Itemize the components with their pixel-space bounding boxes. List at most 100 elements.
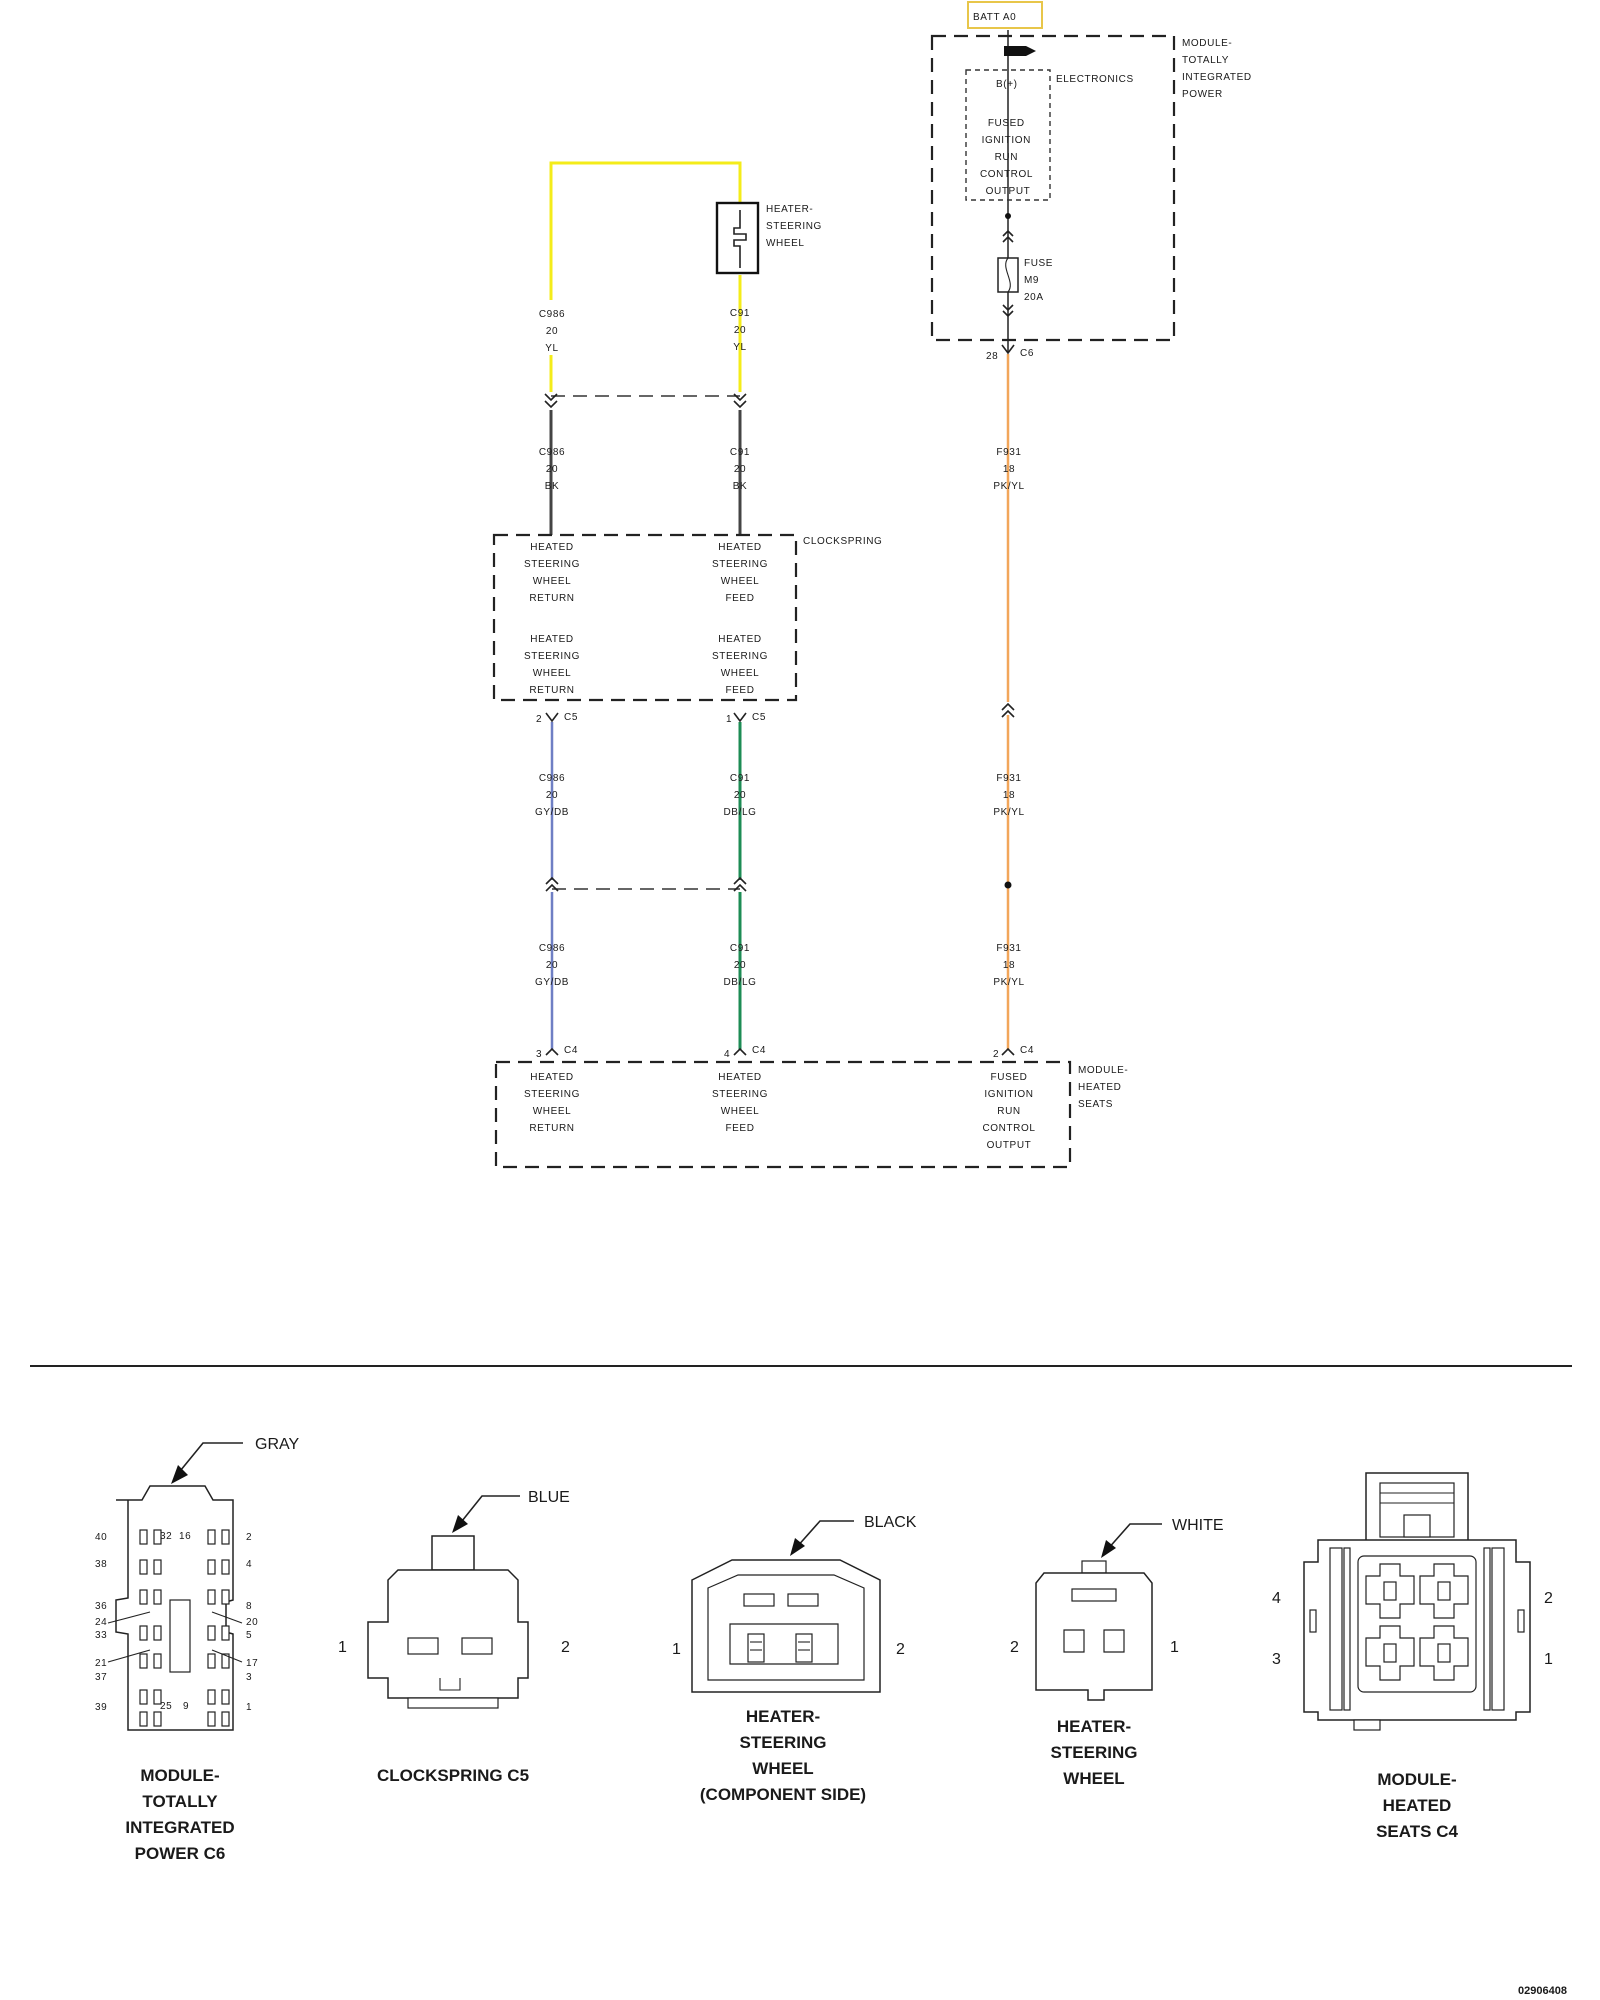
pin-cavity [153,1589,162,1605]
pointer-arrow-icon [457,1495,520,1527]
arrowhead-icon [1101,1540,1116,1558]
pin-cavity [1063,1629,1085,1653]
pin-cavity [153,1653,162,1669]
clockspring-foot [407,1697,499,1709]
heater-element-icon [733,210,747,268]
c4-label: C4 [1020,1045,1034,1056]
color-label: BLUE [528,1489,570,1506]
pin-cavity [407,1637,439,1655]
heater-steering-wheel: HEATER- STEERING WHEEL [715,201,821,275]
c4-label: C4 [752,1045,766,1056]
c4-connector-icon [1001,1047,1015,1056]
heater-wire-outline [1035,1572,1153,1701]
clockspring-c5-connector-view: BLUE 1 2 CLOCKSPRING C5 [338,1489,570,1785]
pin-label: 3 [1272,1651,1281,1668]
wire-c986-yellow [549,161,742,300]
pin-cavity [139,1529,148,1545]
pin-label: 21 [95,1658,107,1669]
batt-a0-label: BATT A0 [973,12,1016,23]
tipm-latch [169,1599,191,1673]
c5-connector-icon [733,712,747,723]
pin-cavity [207,1625,216,1641]
hs-c4-side-rail [1483,1547,1491,1711]
c5-right-label: C5 [752,712,766,723]
c4-pin-label: 3 [536,1049,542,1060]
pin-cavity [207,1529,216,1545]
clockspring-label: CLOCKSPRING [803,536,882,547]
hs-c4-cavities [1365,1563,1469,1681]
c4-pin-label: 2 [993,1049,999,1060]
pin-label: 17 [246,1658,258,1669]
terminal [1437,1643,1451,1663]
pin-cavity [207,1711,216,1727]
pin-label: 2 [246,1532,252,1543]
pin-cavity [153,1689,162,1705]
leader-line [211,1649,243,1663]
pin-label: 1 [1544,1651,1553,1668]
c5-connector-icon [545,712,559,723]
connector-chevron-icon [544,393,558,409]
pin-label: 8 [246,1601,252,1612]
hs-c4-foot [1353,1719,1381,1731]
pin-cavity [153,1625,162,1641]
batt-arrow-icon [1004,46,1036,56]
heated-seats-box [494,1060,1072,1169]
color-label: WHITE [1172,1517,1224,1534]
key-slot [439,1678,461,1691]
c5-left-label: C5 [564,712,578,723]
fuse-label: FUSE M9 20A [1024,258,1056,303]
connector-chevron-icon [1002,304,1014,318]
leader-line [107,1611,151,1624]
latch-tab [1403,1514,1431,1538]
pin-label: 39 [95,1702,107,1713]
pin-label: 38 [95,1559,107,1570]
pin-cavity [207,1589,216,1605]
pin-label: 2 [1010,1639,1019,1656]
leader-line [211,1611,243,1624]
color-label: GRAY [255,1436,299,1453]
splice-dot [1005,213,1011,219]
hs-c4-side-rail [1491,1547,1505,1711]
arrowhead-icon [790,1538,805,1556]
electronics-label: ELECTRONICS [1056,74,1134,85]
tipm-pin-cavities [139,1529,230,1727]
pin-cavity [221,1625,230,1641]
pin-cavity [221,1653,230,1669]
connector-chevron-icon [1001,702,1015,718]
hs-c4-side-rail [1329,1547,1343,1711]
clockspring-c5-outline [367,1569,529,1699]
pin-label: 1 [1170,1639,1179,1656]
connector-chevron-icon [545,876,559,892]
tipm-c6-connector-view: GRAY 40 32 16 2 38 4 36 8 24 20 33 5 21 … [95,1436,299,1863]
pin-cavity [221,1529,230,1545]
pointer-arrow-icon [1106,1523,1162,1551]
pin-label: 37 [95,1672,107,1683]
clockspring-box [492,533,798,702]
tipm-box [930,34,1176,342]
terminal [747,1633,765,1663]
pin-label: 33 [95,1630,107,1641]
pin-cavity [139,1689,148,1705]
arrowhead-icon [452,1515,468,1533]
pin-label: 9 [183,1701,189,1712]
pin-label: 24 [95,1617,107,1628]
pin-label: 1 [246,1702,252,1713]
hs-c4-clip [1309,1609,1317,1633]
pin-label: 20 [246,1617,258,1628]
